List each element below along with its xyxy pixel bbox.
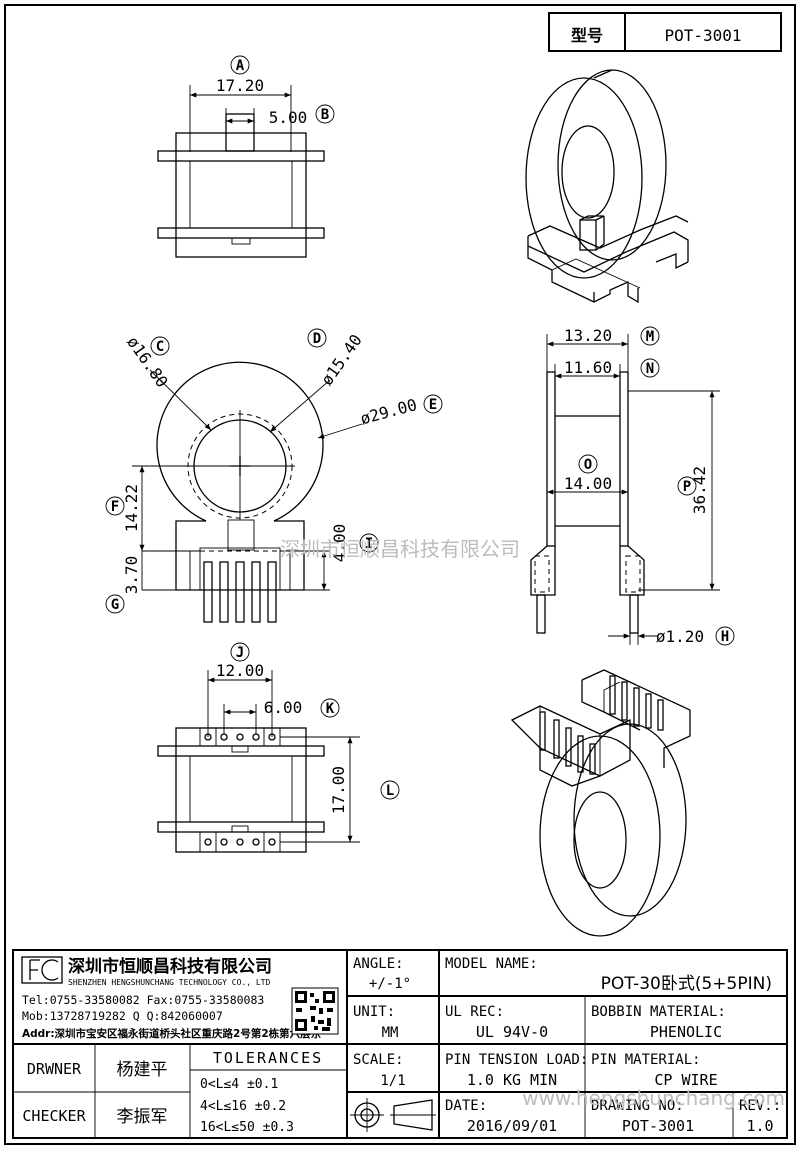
dim-p-marker: P xyxy=(683,479,691,495)
dim-m-value: 13.20 xyxy=(564,326,612,345)
dim-o-value: 14.00 xyxy=(564,474,612,493)
type-value: POT-3001 xyxy=(664,26,741,45)
dim-n-value: 11.60 xyxy=(564,358,612,377)
pin-material-value: CP WIRE xyxy=(654,1071,717,1089)
drawing-no-value: POT-3001 xyxy=(622,1117,694,1135)
bobbin-material-label: BOBBIN MATERIAL: xyxy=(591,1004,726,1020)
checker-label: CHECKER xyxy=(22,1107,86,1125)
pin-tension-value: 1.0 KG MIN xyxy=(467,1071,557,1089)
dim-f-value: 14.22 xyxy=(122,484,141,532)
dim-g-marker: G xyxy=(111,597,119,613)
unit-value: MM xyxy=(382,1025,399,1041)
isometric-view-front xyxy=(525,69,689,304)
drawer-name: 杨建平 xyxy=(117,1060,168,1080)
type-label: 型号 xyxy=(571,26,603,45)
dim-h-value: ø1.20 xyxy=(656,627,704,646)
company-mob: Mob:13728719282 Q Q:842060007 xyxy=(22,1009,223,1023)
model-name-value: POT-30卧式(5+5PIN) xyxy=(601,974,772,994)
drawer-label: DRWNER xyxy=(27,1060,82,1078)
dim-b-marker: B xyxy=(321,107,329,123)
pin-tension-label: PIN TENSION LOAD: xyxy=(445,1052,588,1068)
dim-a-marker: A xyxy=(236,58,245,74)
ul-rec-label: UL REC: xyxy=(445,1004,504,1020)
dim-i-marker: I xyxy=(365,536,373,552)
dim-d-marker: D xyxy=(313,331,321,347)
dim-j-marker: J xyxy=(236,645,244,661)
angle-label: ANGLE: xyxy=(353,956,404,972)
dim-j-value: 12.00 xyxy=(216,661,264,680)
dim-k-value: 6.00 xyxy=(264,698,303,717)
title-block: 深圳市恒顺昌科技有限公司 SHENZHEN HENGSHUNCHANG TECH… xyxy=(12,949,788,1139)
side-view: 13.20 M 11.60 N 14.00 O 36.42 P ø1.20 H xyxy=(530,326,735,646)
part-number-header: 型号 POT-3001 xyxy=(548,12,782,52)
dim-g-value: 3.70 xyxy=(122,556,141,595)
dim-p-value: 36.42 xyxy=(690,466,709,514)
company-tel: Tel:0755-33580082 Fax:0755-33580083 xyxy=(22,993,264,1007)
unit-label: UNIT: xyxy=(353,1004,395,1020)
isometric-view-rear xyxy=(510,669,691,937)
top-view: 17.20 A 5.00 B xyxy=(157,55,335,258)
dim-f-marker: F xyxy=(111,499,119,515)
ul-rec-value: UL 94V-0 xyxy=(476,1023,548,1041)
dim-n-marker: N xyxy=(646,361,654,377)
checker-name: 李振军 xyxy=(117,1107,168,1127)
company-name-cn: 深圳市恒顺昌科技有限公司 xyxy=(68,956,272,977)
tolerance-row-1: 0<L≤4 ±0.1 xyxy=(200,1077,278,1092)
angle-value: +/-1° xyxy=(369,976,411,992)
rev-value: 1.0 xyxy=(746,1117,773,1135)
dim-b-value: 5.00 xyxy=(269,108,308,127)
front-view: ø16.80 C ø15.40 D ø29.00 E 14.22 F 3.70 … xyxy=(105,328,443,623)
dim-o-marker: O xyxy=(584,457,592,473)
drawing-no-label: DRAWING NO: xyxy=(591,1098,684,1114)
tolerance-row-2: 4<L≤16 ±0.2 xyxy=(200,1099,286,1114)
dim-c-value: ø16.80 xyxy=(123,333,172,391)
scale-value: 1/1 xyxy=(380,1073,405,1089)
scale-label: SCALE: xyxy=(353,1052,404,1068)
watermark-url: www.hengshunchang.com xyxy=(522,1086,785,1110)
rev-label: REV.: xyxy=(739,1098,781,1114)
bottom-view: 12.00 J 6.00 K 17.00 L xyxy=(157,642,400,853)
date-label: DATE: xyxy=(445,1098,487,1114)
dim-d-value: ø15.40 xyxy=(317,331,366,389)
dim-l-value: 17.00 xyxy=(329,766,348,814)
watermark-center: 深圳市恒顺昌科技有限公司 xyxy=(280,537,520,561)
qr-code-icon xyxy=(291,987,339,1035)
bobbin-material-value: PHENOLIC xyxy=(650,1023,722,1041)
company-name-en: SHENZHEN HENGSHUNCHANG TECHNOLOGY CO., L… xyxy=(68,978,270,987)
model-name-label: MODEL NAME: xyxy=(445,956,538,972)
dim-i-value: 4.00 xyxy=(330,524,349,563)
dim-l-marker: L xyxy=(386,783,394,799)
sheet-border xyxy=(4,4,796,1145)
tolerances-label: TOLERANCES xyxy=(213,1049,323,1067)
dim-k-marker: K xyxy=(326,701,335,717)
dim-e-marker: E xyxy=(429,397,437,413)
dim-m-marker: M xyxy=(646,329,654,345)
dim-h-marker: H xyxy=(721,629,729,645)
dim-c-marker: C xyxy=(156,339,164,355)
tolerance-row-3: 16<L≤50 ±0.3 xyxy=(200,1120,294,1135)
company-logo xyxy=(21,956,63,984)
company-address: Addr:深圳市宝安区福永街道桥头社区重庆路2号第2栋第六层东 xyxy=(22,1027,322,1040)
dim-a-value: 17.20 xyxy=(216,76,264,95)
dim-e-value: ø29.00 xyxy=(358,395,419,428)
pin-material-label: PIN MATERIAL: xyxy=(591,1052,701,1068)
projection-symbol-icon xyxy=(350,1098,436,1132)
date-value: 2016/09/01 xyxy=(467,1117,557,1135)
